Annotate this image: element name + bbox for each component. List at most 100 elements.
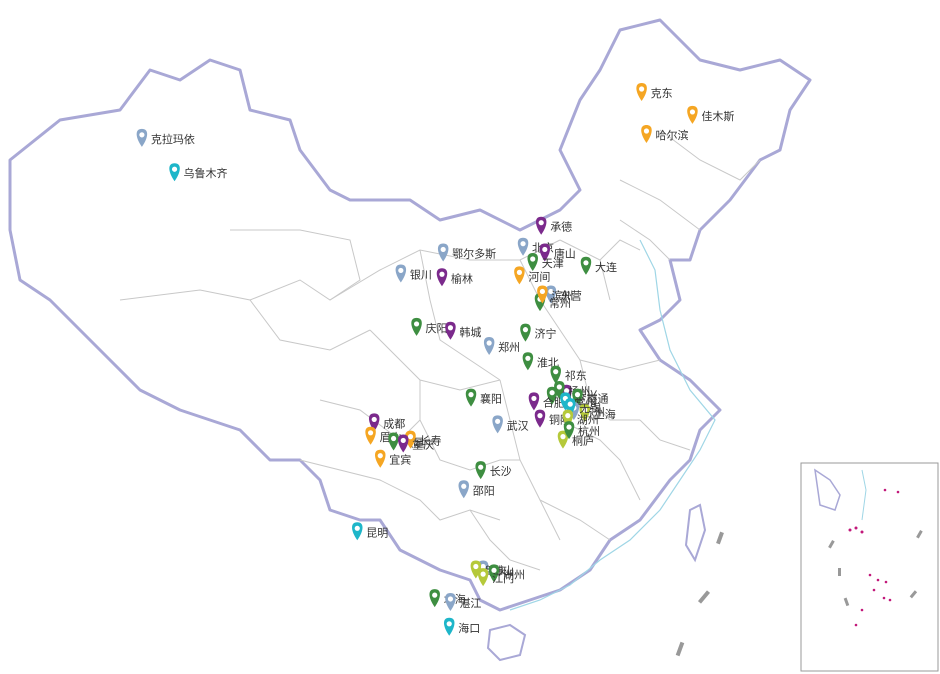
map-pin-icon[interactable] [492, 415, 503, 434]
city-marker[interactable]: 庆阳 [411, 317, 448, 336]
city-marker[interactable]: 韩城 [445, 321, 481, 340]
pin-center-dot [639, 86, 645, 92]
city-marker[interactable]: 重庆 [398, 434, 434, 453]
city-label: 合肥 [543, 395, 565, 409]
map-pin-icon[interactable] [580, 256, 592, 275]
map-pin-icon[interactable] [488, 564, 500, 583]
city-label: 乌鲁木齐 [184, 166, 228, 180]
city-label: 南通 [586, 393, 608, 406]
city-marker[interactable]: 银川 [395, 264, 432, 283]
map-pin-icon[interactable] [475, 461, 486, 480]
map-pin-icon[interactable] [517, 237, 529, 256]
city-marker[interactable]: 克东 [636, 83, 673, 101]
map-pin-icon[interactable] [465, 388, 477, 407]
map-pin-icon[interactable] [537, 285, 548, 304]
map-pin-icon[interactable] [388, 432, 399, 451]
map-pin-icon[interactable] [539, 243, 551, 262]
map-pin-icon[interactable] [436, 268, 448, 287]
map-pin-icon[interactable] [445, 321, 456, 340]
map-pin-icon[interactable] [546, 386, 558, 405]
city-marker[interactable]: 哈尔滨 [641, 125, 688, 144]
city-marker[interactable]: 乌鲁木齐 [169, 163, 228, 182]
city-marker[interactable]: 承德 [535, 216, 572, 235]
map-pin-icon[interactable] [169, 163, 180, 182]
map-pin-icon[interactable] [687, 105, 698, 124]
pin-center-dot [440, 246, 446, 253]
city-label: 襄阳 [480, 392, 502, 406]
map-pin-icon[interactable] [579, 403, 591, 422]
city-marker[interactable]: 宜宾 [375, 449, 411, 468]
city-marker[interactable]: 济宁 [520, 323, 556, 342]
map-pin-icon[interactable] [437, 243, 449, 262]
map-pin-icon[interactable] [375, 449, 386, 468]
city-label: 银川 [410, 267, 432, 281]
city-marker[interactable]: 长沙 [475, 461, 512, 480]
city-marker[interactable]: 邵阳 [458, 480, 495, 499]
pin-center-dot [480, 571, 486, 577]
city-marker[interactable]: 湛江 [445, 592, 481, 611]
taiwan-island [684, 503, 707, 563]
city-marker[interactable]: 武汉 [492, 415, 529, 434]
map-pin-icon[interactable] [528, 392, 540, 411]
map-pin-icon[interactable] [636, 83, 647, 101]
city-marker[interactable]: 祁东 [550, 365, 587, 384]
pin-center-dot [171, 166, 178, 172]
map-pin-icon[interactable] [534, 409, 546, 428]
map-pin-icon[interactable] [535, 216, 547, 235]
city-marker[interactable]: 桐庐 [557, 430, 594, 449]
map-pin-icon[interactable] [458, 480, 470, 499]
pin-center-dot [537, 413, 543, 419]
city-marker[interactable]: 杭州 [563, 421, 600, 440]
map-pin-icon[interactable] [527, 252, 538, 271]
city-label: 江门 [492, 571, 514, 585]
pin-center-dot [371, 416, 377, 423]
city-marker[interactable]: 榆林 [436, 268, 473, 287]
map-pin-icon[interactable] [443, 617, 455, 636]
city-marker[interactable]: 天津 [527, 252, 564, 271]
map-pin-icon[interactable] [405, 430, 416, 449]
map-pin-icon[interactable] [429, 589, 440, 608]
map-pin-icon[interactable] [398, 434, 409, 453]
map-pin-icon[interactable] [522, 352, 534, 371]
map-pin-icon[interactable] [483, 337, 495, 356]
map-pin-icon[interactable] [563, 421, 575, 440]
map-pin-icon[interactable] [411, 317, 422, 336]
map-pin-icon[interactable] [514, 266, 525, 285]
city-marker[interactable]: 长寿 [405, 430, 442, 449]
map-pin-icon[interactable] [550, 365, 561, 384]
city-label: 河间 [528, 270, 550, 283]
pin-center-dot [560, 434, 566, 440]
city-marker[interactable]: 昆明 [352, 522, 388, 541]
city-markers: 克拉玛依乌鲁木齐克东佳木斯哈尔滨承德北京唐山大连鄂尔多斯河间天津银川榆林东营常州… [136, 83, 734, 636]
city-marker[interactable]: 唐山 [539, 243, 576, 262]
map-pin-icon[interactable] [445, 592, 456, 611]
map-pin-icon[interactable] [352, 522, 363, 541]
map-pin-icon[interactable] [545, 285, 557, 304]
pin-center-dot [548, 288, 554, 295]
map-pin-icon[interactable] [136, 128, 148, 147]
pin-center-dot [549, 390, 555, 396]
city-marker[interactable]: 滨州 [537, 285, 573, 304]
city-marker[interactable]: 东营 [545, 285, 582, 304]
map-pin-icon[interactable] [520, 323, 531, 342]
map-pin-icon[interactable] [395, 264, 407, 283]
city-marker[interactable]: 佳木斯 [687, 105, 734, 124]
city-marker[interactable]: 海口 [443, 617, 480, 636]
city-label: 湛江 [459, 597, 481, 610]
map-pin-icon[interactable] [557, 430, 569, 449]
city-marker[interactable]: 湖州 [488, 564, 525, 583]
city-marker[interactable]: 合肥 [528, 392, 565, 411]
city-marker[interactable]: 克拉玛依 [136, 128, 195, 147]
city-marker[interactable]: 襄阳 [465, 388, 502, 407]
city-marker[interactable]: 大连 [580, 256, 617, 275]
map-pin-icon[interactable] [477, 568, 489, 587]
city-marker[interactable]: 河间 [514, 266, 550, 285]
city-marker[interactable]: 鄂尔多斯 [437, 243, 496, 262]
city-marker[interactable]: 郑州 [483, 337, 520, 356]
map-pin-icon[interactable] [365, 426, 376, 445]
map-pin-icon[interactable] [641, 125, 652, 144]
city-marker[interactable]: 江门 [477, 568, 514, 587]
pin-center-dot [447, 596, 454, 602]
city-marker[interactable]: 上海 [579, 403, 616, 422]
